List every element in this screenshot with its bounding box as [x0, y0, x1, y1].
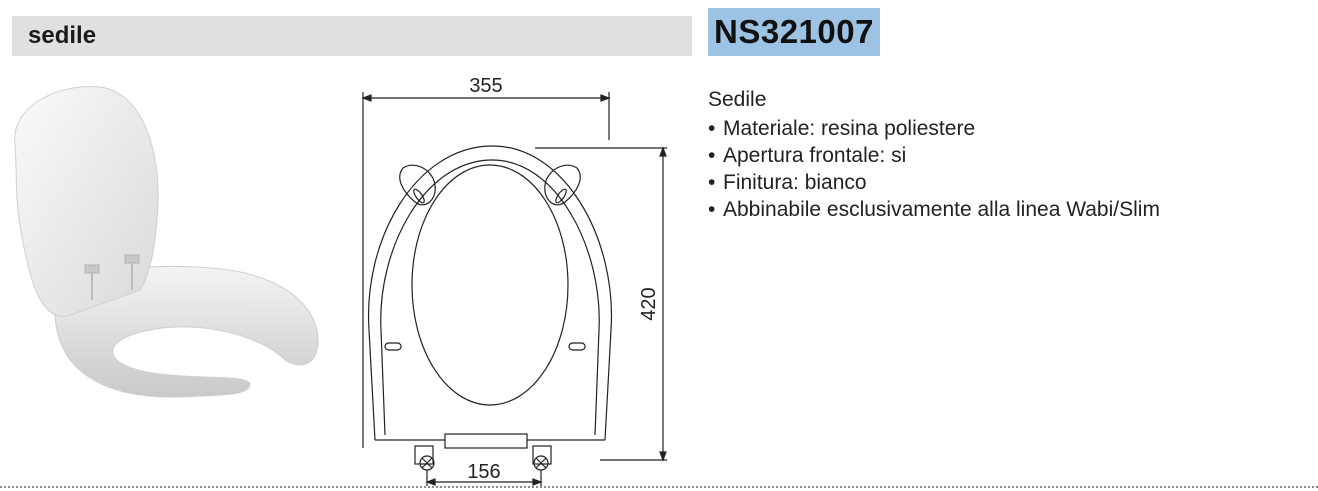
seat-ring	[54, 265, 319, 398]
dotted-separator	[0, 486, 1318, 488]
seat-inner-opening	[411, 164, 569, 406]
hinge-right	[124, 254, 140, 264]
hinge-spacing-label: 156	[467, 461, 500, 483]
width-label: 355	[469, 75, 502, 97]
spec-list: Materiale: resina poliestere Apertura fr…	[708, 115, 1308, 223]
product-photo	[14, 86, 319, 398]
spec-item-material: Materiale: resina poliestere	[708, 115, 1308, 142]
bumper-left	[399, 164, 436, 206]
spec-item-finish: Finitura: bianco	[708, 169, 1308, 196]
product-code: NS321007	[708, 8, 880, 56]
slot-left	[384, 342, 402, 351]
section-title: sedile	[28, 22, 97, 49]
rear-bar	[444, 433, 528, 449]
height-label: 420	[638, 287, 660, 320]
description-heading: Sedile	[708, 88, 767, 111]
spec-item-compatibility: Abbinabile esclusivamente alla linea Wab…	[708, 196, 1308, 223]
slot-right	[568, 342, 586, 351]
seat-lid	[14, 86, 159, 317]
seat-outer-outline	[367, 145, 613, 441]
spec-item-front-opening: Apertura frontale: si	[708, 142, 1308, 169]
section-header: sedile	[12, 16, 692, 56]
hinge-left	[84, 264, 100, 274]
bumper-right	[544, 164, 581, 206]
technical-drawing: 355 420 156	[361, 75, 667, 486]
product-description: Sedile Materiale: resina poliestere Aper…	[708, 86, 1308, 223]
hinge-block-left	[414, 445, 434, 465]
